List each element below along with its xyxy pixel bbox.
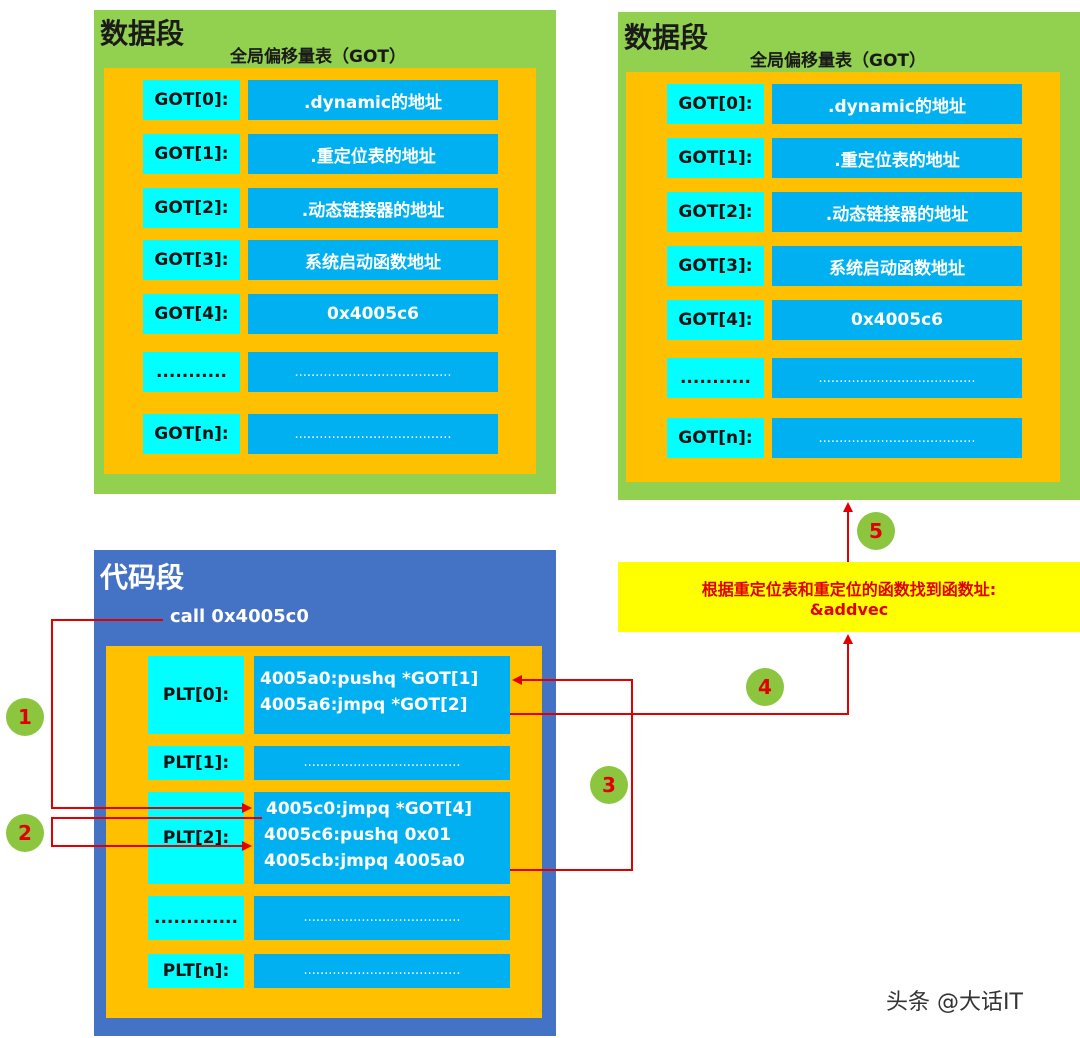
plt-label: ............. — [148, 896, 244, 940]
plt-label: PLT[n]: — [148, 954, 244, 988]
right-got-value: .dynamic的地址 — [772, 84, 1022, 124]
plt-line: 4005a0:pushq *GOT[1] — [260, 669, 479, 689]
left-got-value: ...................................... — [248, 414, 498, 454]
right-got-label: GOT[4]: — [667, 300, 764, 340]
right-got-label: GOT[3]: — [667, 246, 764, 286]
step-badge-5: 5 — [857, 512, 895, 550]
left-got-label: GOT[1]: — [143, 134, 240, 174]
plt-label: PLT[1]: — [148, 746, 244, 780]
right-got-subtitle: 全局偏移量表（GOT） — [750, 51, 927, 71]
left-got-label: GOT[n]: — [143, 414, 240, 454]
right-got-label: GOT[1]: — [667, 138, 764, 178]
watermark: 头条 @大话IT — [886, 990, 1023, 1015]
left-got-value: ...................................... — [248, 352, 498, 392]
left-got-value: .dynamic的地址 — [248, 80, 498, 120]
resolve-note-line1: 根据重定位表和重定位的函数找到函数址: — [701, 579, 997, 599]
plt-line: ...................................... — [303, 910, 461, 925]
step-badge-3: 3 — [590, 766, 628, 804]
left-got-label: GOT[3]: — [143, 240, 240, 280]
left-data-segment-title: 数据段 — [100, 17, 185, 50]
left-got-label: GOT[2]: — [143, 188, 240, 228]
plt-value: ...................................... — [254, 954, 510, 988]
plt-line: ...................................... — [303, 755, 461, 770]
plt-line: ...................................... — [303, 963, 461, 978]
arrow-step-3 — [510, 675, 633, 871]
resolve-note: 根据重定位表和重定位的函数找到函数址: &addvec — [618, 562, 1080, 632]
plt-label: PLT[0]: — [148, 656, 244, 734]
right-got-value: ...................................... — [772, 358, 1022, 398]
right-got-value: .动态链接器的地址 — [772, 192, 1022, 232]
plt-value: 4005c0:jmpq *GOT[4] 4005c6:pushq 0x01 40… — [254, 792, 510, 884]
plt-value: 4005a0:pushq *GOT[1] 4005a6:jmpq *GOT[2] — [254, 656, 510, 734]
left-got-value: 系统启动函数地址 — [248, 240, 498, 280]
right-got-label: GOT[0]: — [667, 84, 764, 124]
arrow-step-4 — [510, 634, 853, 715]
left-got-value: .重定位表的地址 — [248, 134, 498, 174]
right-data-segment-title: 数据段 — [624, 21, 709, 54]
left-got-subtitle: 全局偏移量表（GOT） — [230, 47, 407, 67]
left-got-label: GOT[4]: — [143, 294, 240, 334]
step-badge-4: 4 — [746, 668, 784, 706]
right-got-value: .重定位表的地址 — [772, 138, 1022, 178]
left-got-label: ........... — [143, 352, 240, 392]
right-got-value: 系统启动函数地址 — [772, 246, 1022, 286]
plt-line: 4005a6:jmpq *GOT[2] — [260, 695, 468, 715]
right-got-label: ........... — [667, 358, 764, 398]
right-got-value: ...................................... — [772, 418, 1022, 458]
plt-value: ...................................... — [254, 896, 510, 940]
right-got-label: GOT[n]: — [667, 418, 764, 458]
step-badge-1: 1 — [6, 698, 44, 736]
left-got-label: GOT[0]: — [143, 80, 240, 120]
plt-line: 4005c0:jmpq *GOT[4] — [266, 799, 473, 819]
plt-value: ...................................... — [254, 746, 510, 780]
plt-line: 4005cb:jmpq 4005a0 — [264, 851, 465, 871]
arrow-step-1 — [51, 619, 252, 813]
right-got-label: GOT[2]: — [667, 192, 764, 232]
left-got-value: .动态链接器的地址 — [248, 188, 498, 228]
step-badge-2: 2 — [6, 814, 44, 852]
right-got-value: 0x4005c6 — [772, 300, 1022, 340]
call-instruction: call 0x4005c0 — [170, 606, 309, 627]
arrow-step-2 — [51, 817, 262, 851]
code-segment-title: 代码段 — [100, 561, 185, 594]
resolve-note-line2: &addvec — [809, 599, 889, 619]
plt-line: 4005c6:pushq 0x01 — [264, 825, 452, 845]
left-got-value: 0x4005c6 — [248, 294, 498, 334]
